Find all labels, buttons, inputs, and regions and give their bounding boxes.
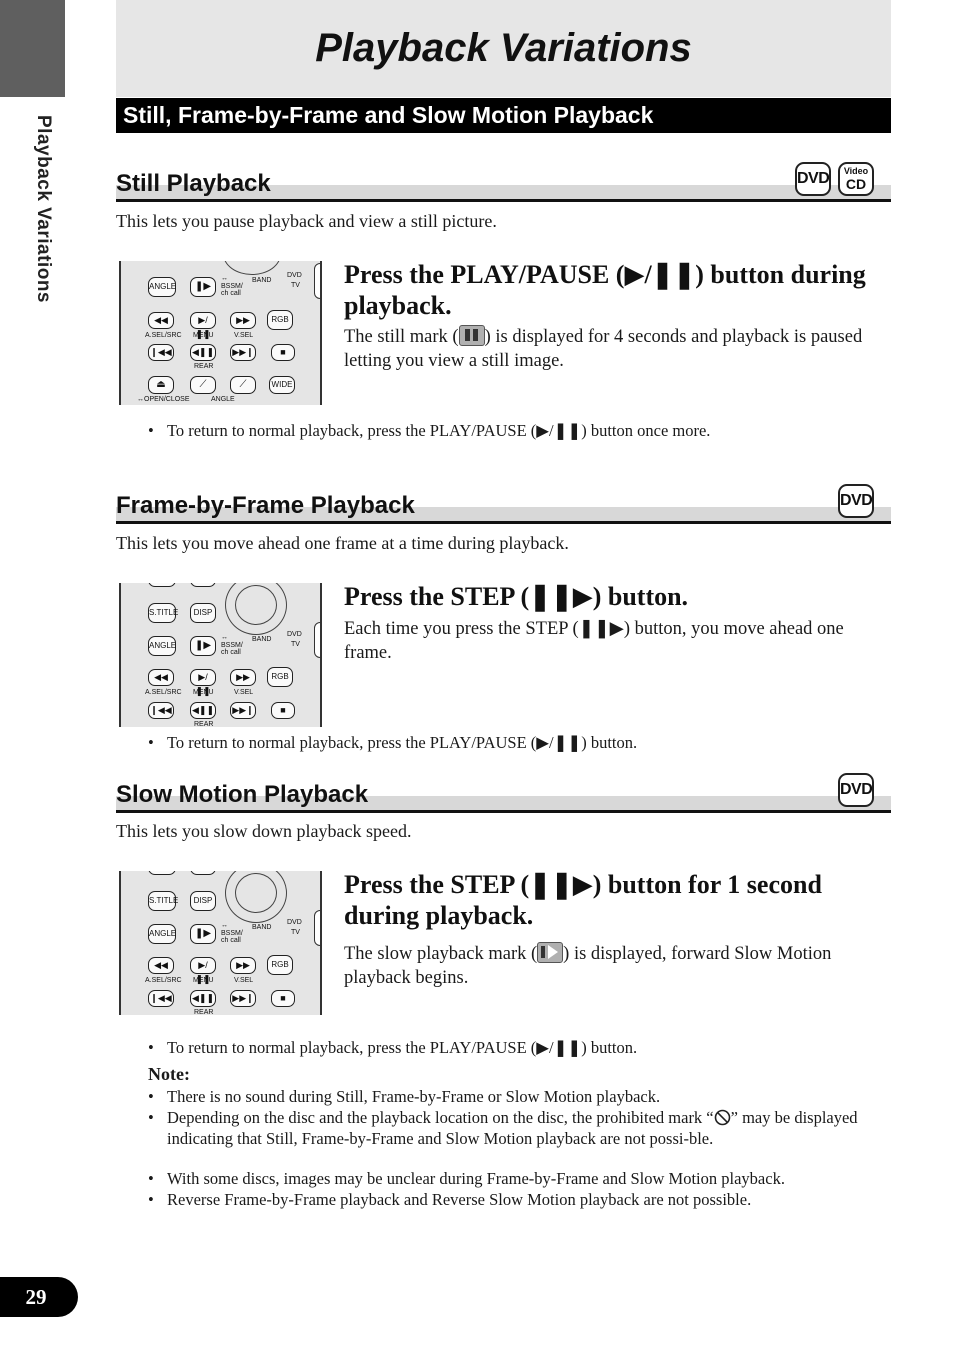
note-item: •With some discs, images may be unclear … [148, 1169, 785, 1188]
prohibited-icon [714, 1109, 730, 1126]
slow-heading-bar: Slow Motion Playback [116, 779, 891, 813]
slow-intro: This lets you slow down playback speed. [116, 821, 412, 841]
video-cd-logo-bottom: CD [845, 176, 867, 192]
dvd-logo-icon: DVD [838, 484, 874, 518]
side-tab-marker [0, 0, 65, 97]
frame-step-title: Press the STEP (❚❚▶) button. [344, 582, 689, 611]
note-title: Note: [148, 1064, 190, 1084]
step-button-icon: ❚▶ [190, 636, 216, 656]
frame-step-body: Each time you press the STEP (❚❚▶) butto… [344, 619, 844, 663]
frame-heading-bar: Frame-by-Frame Playback [116, 490, 891, 524]
step-button-icon: ❚▶ [190, 924, 216, 944]
slow-bullet: •To return to normal playback, press the… [148, 1038, 638, 1057]
side-section-label: Playback Variations [33, 115, 54, 303]
remote-illustration-frame: S.TITLE DISP ANGLE ❚▶ ↔ BSSM/ ch call BA… [119, 583, 322, 727]
page-title: Playback Variations [315, 26, 692, 70]
note-item: •Reverse Frame-by-Frame playback and Rev… [148, 1190, 752, 1209]
slow-step-title: Press the STEP (❚❚▶) button for 1 second… [344, 870, 822, 930]
remote-illustration-still: ANGLE ❚▶ ↔ BSSM/ ch call BAND DVD TV ◀◀ … [119, 261, 322, 405]
section-title: Still, Frame-by-Frame and Slow Motion Pl… [116, 98, 891, 133]
still-bullet: •To return to normal playback, press the… [148, 421, 711, 440]
still-heading-bar: Still Playback [116, 168, 891, 202]
slow-step-body: The slow playback mark () is displayed, … [344, 942, 832, 988]
note-item: •There is no sound during Still, Frame-b… [148, 1087, 661, 1106]
still-step-title: Press the PLAY/PAUSE (▶/❚❚) button durin… [344, 260, 866, 320]
frame-bullet: •To return to normal playback, press the… [148, 733, 638, 752]
frame-intro: This lets you move ahead one frame at a … [116, 533, 569, 553]
page-number: 29 [0, 1277, 78, 1317]
video-cd-logo-icon: Video CD [838, 162, 874, 196]
video-cd-logo-top: Video [843, 166, 869, 176]
step-button-icon: ❚▶ [190, 277, 216, 297]
remote-illustration-slow: S.TITLE DISP ANGLE ❚▶ ↔ BSSM/ ch call BA… [119, 871, 322, 1015]
still-intro: This lets you pause playback and view a … [116, 211, 497, 231]
still-step-body: The still mark () is displayed for 4 sec… [344, 325, 863, 371]
slow-mark-icon [537, 942, 564, 963]
slow-heading: Slow Motion Playback [116, 781, 369, 808]
still-heading: Still Playback [116, 170, 271, 197]
title-band [116, 0, 891, 97]
dvd-logo-icon: DVD [795, 162, 831, 196]
still-mark-icon [458, 325, 485, 346]
dvd-logo-icon: DVD [838, 773, 874, 807]
frame-heading: Frame-by-Frame Playback [116, 492, 415, 519]
note-item: •Depending on the disc and the playback … [148, 1108, 858, 1148]
